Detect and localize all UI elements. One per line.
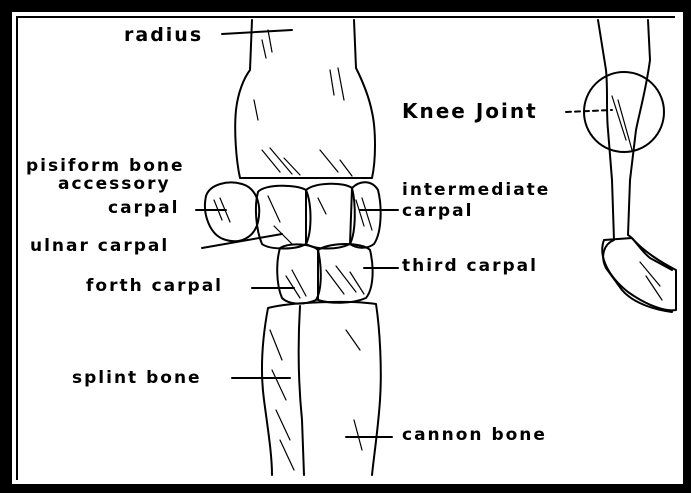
label-pisiform-bone: pisiform bone: [26, 158, 185, 175]
label-intermediate: intermediate: [402, 182, 550, 199]
label-accessory: accessory: [58, 176, 171, 193]
leg-sketch: [598, 20, 672, 312]
label-cannon-bone: cannon bone: [402, 427, 547, 444]
label-ulnar-carpal: ulnar carpal: [30, 238, 169, 255]
knee-joint-leader: [566, 110, 612, 112]
label-knee-joint: Knee Joint: [402, 101, 538, 121]
cannon-bone: [262, 302, 381, 475]
label-radius: radius: [124, 26, 203, 45]
label-intermediate-carpal: carpal: [402, 203, 473, 220]
ulnar-carpal-bone: [256, 186, 311, 249]
distal-hatching: [286, 266, 364, 298]
label-splint-bone: splint bone: [72, 370, 202, 387]
forth-carpal-bone: [277, 244, 321, 303]
radius-bone: [235, 20, 375, 178]
cannon-hatching: [270, 330, 362, 470]
hoof-sketch: [602, 238, 676, 310]
pisiform-bone: [205, 183, 259, 242]
knee-joint-circle: [584, 72, 664, 152]
label-forth-carpal: forth carpal: [86, 278, 223, 295]
label-third-carpal: third carpal: [402, 258, 538, 275]
label-carpal: carpal: [108, 200, 179, 217]
intermediate-carpal-bone: [306, 184, 355, 249]
radius-leader: [222, 30, 292, 34]
proximal-hatching: [214, 196, 372, 244]
splint-bone: [299, 306, 304, 475]
ulnar-leader: [202, 234, 282, 248]
radius-hatching-1: [254, 30, 352, 176]
